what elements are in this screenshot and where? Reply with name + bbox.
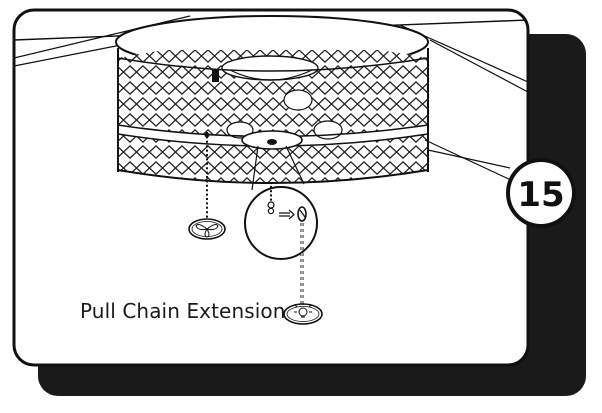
step-number-badge: 15 [506,158,576,228]
fan-pull-chain [204,132,210,218]
pull-chain-extension-label: Pull Chain Extension [80,299,286,323]
light-bulb-icon [283,303,323,325]
ceiling-line [429,39,528,93]
magnifier-detail [244,186,318,260]
fan-pull-icon [188,218,226,240]
connect-arrow-icon [279,209,295,220]
ceiling-line [14,43,127,67]
step-number: 15 [517,175,564,215]
drum-shade [115,15,429,184]
illustration [14,15,528,325]
blade-line [427,149,511,169]
